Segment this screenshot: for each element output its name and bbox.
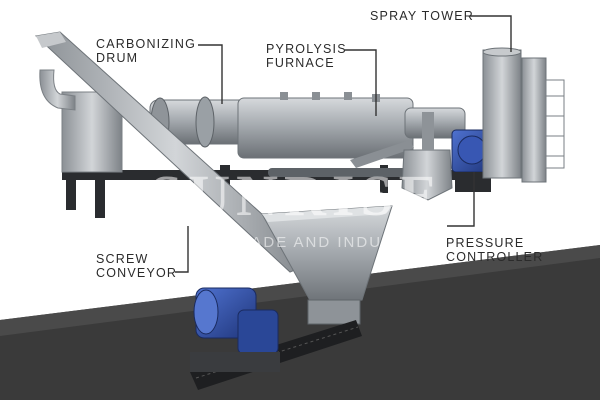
frame-leg [95,170,105,218]
burner-pipe [268,168,418,177]
floor-shadow [0,245,600,400]
floor-highlight [0,245,600,336]
motor-end-cap [193,289,219,335]
drum-extension [404,107,466,139]
leader-pressure-controller [447,172,475,227]
label-spray-tower: SPRAY TOWER [370,9,474,23]
furnace-nozzle [344,92,352,100]
controller-stand [455,172,491,192]
frame-leg [380,165,388,193]
watermark-brand: SUNRISE [150,163,444,228]
furnace-nozzle [280,92,288,100]
label-carbonizing-drum: CARBONIZING DRUM [96,37,197,65]
leader-pyrolysis-furnace [345,49,377,116]
hopper-rim [262,206,392,222]
frame-leg [220,165,230,195]
leader-screw-conveyor [175,226,189,273]
label-pressure-controller: PRESSURE CONTROLLER [446,236,544,264]
feed-pipe [39,69,76,111]
frame-leg [66,170,76,210]
connector-pipe [350,140,414,168]
watermark-tagline: GLOBAL TRADE AND INDUSTRY [150,234,430,251]
motor-base [190,352,280,372]
leader-spray-tower [470,15,512,52]
conveyor-top-face [36,32,66,48]
hopper-base [307,299,361,325]
cyclone-top [422,112,434,150]
leader-carbonizing-drum [198,44,223,104]
label-screw-conveyor: SCREW CONVEYOR [96,252,178,280]
label-pyrolysis-furnace: PYROLYSIS FURNACE [266,42,347,70]
tower-ladder [545,79,565,169]
cyclone-collector [401,149,453,201]
furnace-nozzle [312,92,320,100]
drum-ring [195,96,215,148]
